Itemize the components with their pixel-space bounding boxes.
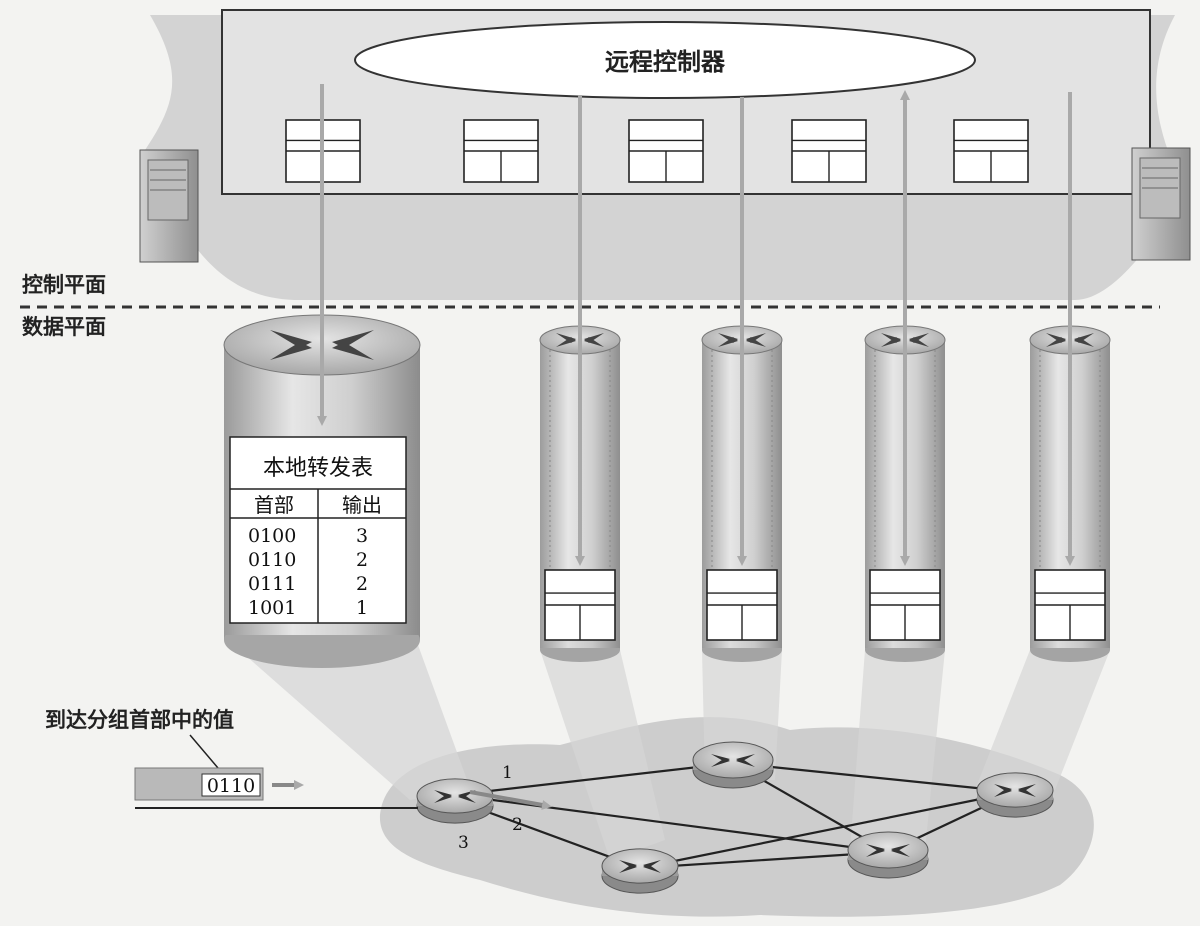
port-label-2: 2: [512, 815, 523, 835]
table-title: 本地转发表: [263, 456, 373, 481]
router-flow-table: [869, 569, 941, 641]
network-router: [976, 772, 1054, 818]
router-x-icon: [718, 333, 766, 347]
controller-flow-table: [953, 119, 1029, 183]
router-flow-table: [1034, 569, 1106, 641]
controller-flow-table: [791, 119, 867, 183]
fan-2: [540, 650, 665, 860]
router-x-icon: [866, 844, 910, 857]
controller-ellipse: [354, 21, 976, 99]
table-cell-header: 0111: [248, 573, 296, 595]
fan-4: [850, 650, 945, 850]
table-header-prefix: 首部: [254, 493, 294, 517]
table-cell-header: 0100: [248, 525, 296, 547]
network-router: [416, 778, 494, 824]
local-forwarding-table: 本地转发表 首部 输出 0100 3 0110 2 0111 2 1001 1: [229, 436, 407, 624]
fan-left: [228, 640, 470, 800]
table-cell-output: 2: [356, 549, 368, 571]
port-label-1: 1: [502, 763, 513, 783]
controller-flow-table: [628, 119, 704, 183]
packet: 0110: [134, 767, 264, 801]
network-routers: [416, 741, 1054, 894]
router-cylinder: [701, 325, 783, 662]
router-x-icon: [619, 860, 661, 873]
server-icon-right: [1131, 147, 1191, 261]
router-x-icon: [881, 333, 929, 347]
router-x-icon: [1046, 333, 1094, 347]
router-flow-table: [544, 569, 616, 641]
control-plane-label: 控制平面: [22, 273, 106, 297]
table-cell-output: 2: [356, 573, 368, 595]
router-cylinder: [864, 325, 946, 662]
table-cell-output: 3: [356, 525, 368, 547]
table-cell-output: 1: [356, 597, 368, 619]
router-x-icon: [556, 333, 604, 347]
router-x-icon: [994, 784, 1036, 797]
router-x-icon: [270, 330, 374, 360]
fan-5: [975, 650, 1110, 790]
port-label-3: 3: [458, 833, 469, 853]
table-cell-header: 1001: [248, 597, 296, 619]
data-plane-label: 数据平面: [22, 315, 106, 339]
network-router: [692, 741, 774, 789]
router-cylinders: [539, 325, 1111, 662]
table-cell-header: 0110: [248, 549, 296, 571]
packet-header-value: 0110: [207, 775, 255, 797]
network-router: [847, 831, 929, 879]
controller-label: 远程控制器: [605, 48, 726, 76]
router-flow-table: [706, 569, 778, 641]
forward-arrow-port2: [469, 790, 552, 810]
router-x-icon: [711, 754, 755, 767]
controller-flow-table: [463, 119, 539, 183]
server-icon-left: [139, 149, 199, 263]
table-header-output: 输出: [342, 493, 382, 517]
network-router: [601, 848, 679, 894]
control-arrows: [317, 84, 1075, 566]
packet-caption: 到达分组首部中的值: [45, 708, 234, 732]
packet-caption-pointer: [189, 734, 219, 769]
